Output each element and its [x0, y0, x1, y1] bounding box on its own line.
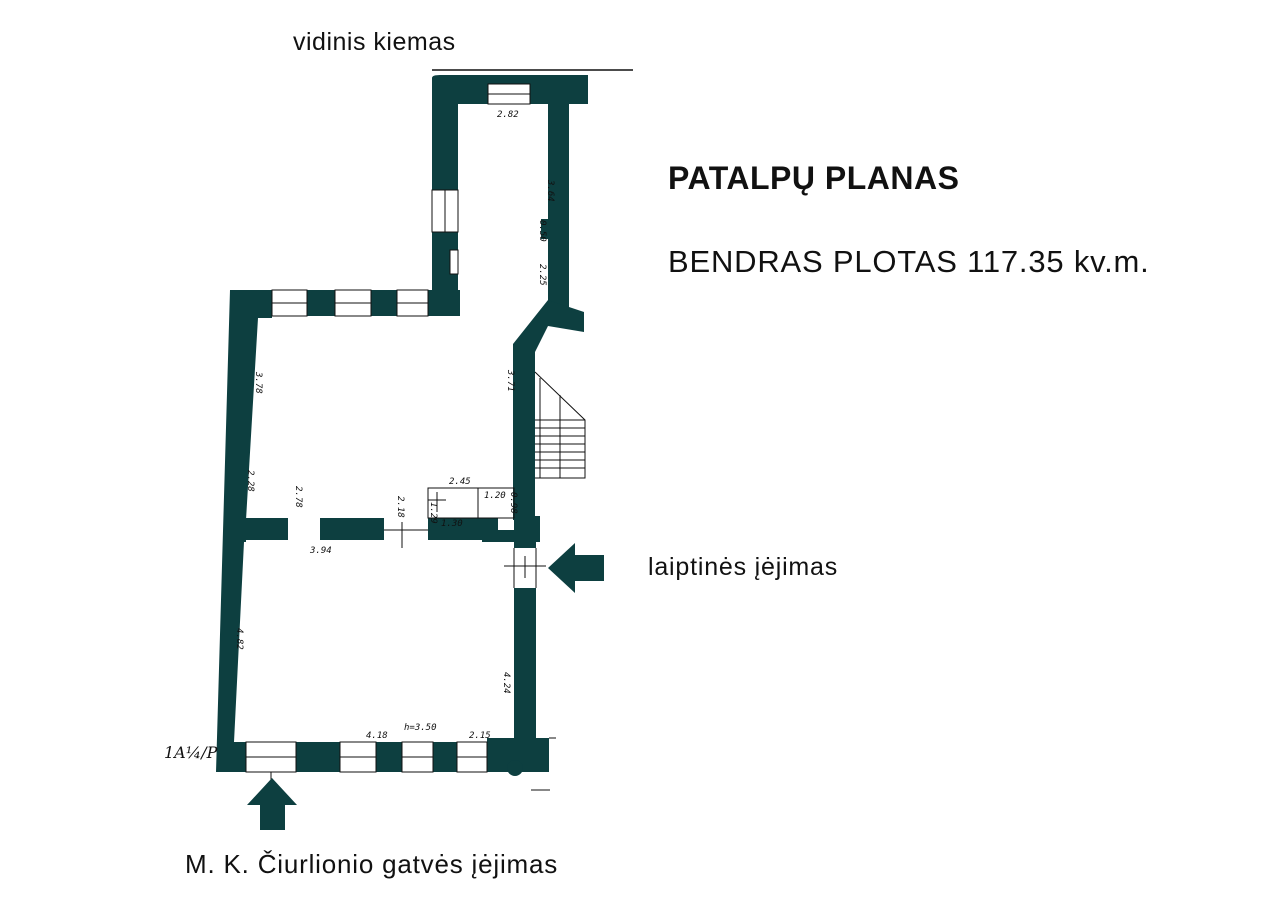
dim-label: 0.50	[537, 220, 547, 242]
street-entrance-label: M. K. Čiurlionio gatvės įėjimas	[185, 849, 559, 879]
dim-label: 2.25	[537, 264, 547, 286]
dim-label: 0.98	[508, 492, 518, 514]
dim-label: 2.28	[245, 470, 255, 492]
dim-label: 2.15	[469, 731, 491, 741]
dim-label: 3.71	[505, 369, 515, 392]
dim-label: 1.20	[484, 491, 506, 501]
outer-walls	[216, 69, 633, 776]
courtyard-label: vidinis kiemas	[293, 28, 456, 56]
street-entrance-arrow-icon	[247, 778, 297, 830]
dim-label: 1.30	[441, 519, 463, 529]
total-area-label: BENDRAS PLOTAS 117.35 kv.m.	[668, 244, 1150, 279]
dim-label: 2.82	[497, 110, 519, 120]
dim-label: 4.18	[366, 731, 388, 741]
windows	[245, 83, 531, 773]
internal-lines	[270, 487, 556, 791]
dim-label: h=3.50	[404, 723, 437, 733]
dim-label: 3.94	[309, 546, 332, 556]
plan-mark: 1A¼/P	[164, 743, 218, 762]
dim-label: 3.64	[545, 179, 555, 202]
dim-label: 1.29	[428, 502, 438, 524]
page-title: PATALPŲ PLANAS	[668, 160, 960, 196]
dim-label: 2.78	[293, 486, 303, 508]
dim-label: 2.18	[395, 496, 405, 518]
dim-label: 3.78	[253, 371, 263, 394]
dim-label: 4.24	[501, 672, 511, 694]
dim-label: 2.45	[449, 477, 471, 487]
dim-label: 4.82	[234, 628, 244, 650]
stairs	[534, 371, 586, 479]
stair-entrance-label: laiptinės įėjimas	[648, 553, 839, 581]
stair-entrance-arrow-icon	[548, 543, 604, 593]
dimension-labels: 2.82 3.64 0.50 2.25 3.78 3.71 2.28 2.78 …	[164, 110, 555, 762]
